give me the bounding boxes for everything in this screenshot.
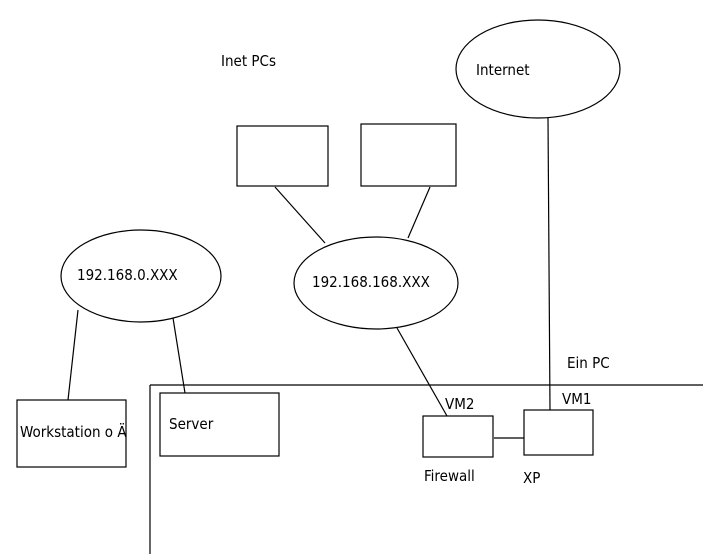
workstation-box	[16, 399, 127, 468]
link-inet-pc1-to-net168	[274, 186, 326, 244]
link-inet-pc2-to-net168	[407, 186, 431, 239]
network-192-168-168-node	[293, 236, 459, 330]
internet-label: Internet	[476, 61, 530, 79]
network-192-168-0-node	[60, 229, 222, 323]
firewall-label: Firewall	[424, 467, 475, 485]
workstation-label: Workstation o Ä	[20, 422, 127, 441]
link-net168-to-firewall	[396, 327, 448, 417]
link-net0-to-workstation	[67, 309, 79, 401]
network-192-168-0-label: 192.168.0.XXX	[77, 266, 178, 284]
inet-pc-box	[360, 123, 457, 187]
server-label: Server	[169, 415, 214, 433]
xp-label: XP	[523, 469, 540, 487]
inet-pcs-label: Inet PCs	[221, 52, 276, 70]
ein-pc-label: Ein PC	[567, 354, 610, 372]
link-internet-to-vm1	[547, 117, 551, 411]
vm1-label: VM1	[562, 390, 591, 408]
link-net0-to-server	[172, 317, 186, 394]
vm2-label: VM2	[445, 395, 474, 413]
internet-node	[455, 19, 621, 119]
inet-pc-box	[236, 125, 329, 187]
firewall-vm-box	[422, 415, 494, 458]
server-box	[159, 392, 280, 457]
xp-vm-box	[523, 409, 594, 456]
network-192-168-168-label: 192.168.168.XXX	[312, 273, 430, 291]
